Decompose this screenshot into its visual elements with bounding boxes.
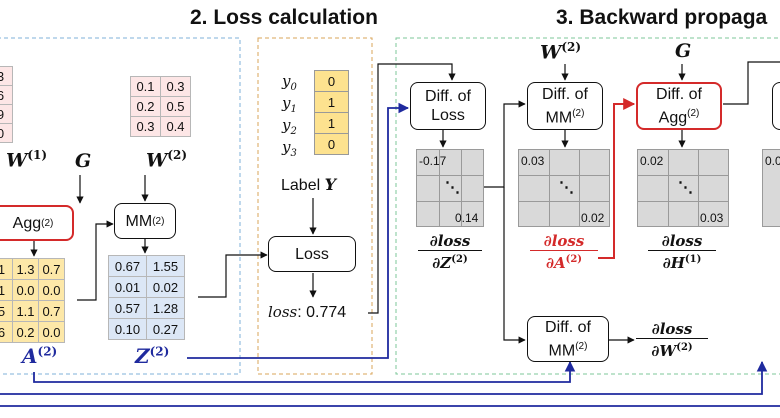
diff-agg-box: Diff. of Agg(2) (636, 82, 722, 130)
grad-a-bottom-right: 0.02 (581, 211, 605, 225)
agg-box: Agg(2) (0, 205, 74, 241)
label-y-caption: Label Y (281, 175, 337, 194)
grad-a-top-left: 0.03 (521, 154, 545, 168)
mm-box: MM(2) (114, 203, 176, 239)
y-variable-labels: y0 y1 y2 y3 (282, 72, 297, 159)
section-title-loss-calculation: 2. Loss calculation (190, 6, 378, 29)
w2-top-label: W(2) (540, 40, 582, 64)
frac-dloss-dw: ∂loss ∂W(2) (636, 320, 708, 360)
frac-dloss-dz: ∂loss ∂Z(2) (418, 232, 482, 272)
label-vector: 0 1 1 0 (314, 70, 349, 155)
grad-grid-z: -0.17 ⋱ 0.14 (416, 149, 484, 227)
frac-dloss-dh: ∂loss ∂H(1) (648, 232, 716, 272)
grad-z-top-left: -0.17 (419, 154, 447, 168)
partial-matrix: 3 6 9 0 (0, 66, 13, 143)
grad-z-dots: ⋱ (445, 179, 460, 196)
grad-h-dots: ⋱ (678, 179, 693, 196)
grad-z-bottom-right: 0.14 (455, 211, 479, 225)
grad-next-top-left: 0.0 (765, 154, 780, 168)
grad-grid-next: 0.0 (762, 149, 780, 227)
w2-label: W(2) (146, 148, 188, 172)
grad-a-dots: ⋱ (559, 179, 574, 196)
loss-box: Loss (268, 236, 356, 272)
grad-h-top-left: 0.02 (640, 154, 664, 168)
loss-value: loss: 0.774 (268, 303, 347, 321)
a2-label: A(2) (22, 344, 58, 368)
grad-grid-a: 0.03 ⋱ 0.02 (518, 149, 610, 227)
grad-grid-h: 0.02 ⋱ 0.03 (637, 149, 729, 227)
w1-label: W(1) (6, 148, 48, 172)
g-top-label: G (675, 40, 692, 62)
next-partial-box: I (772, 82, 780, 130)
label-loss-frame (257, 37, 373, 375)
diff-mm-bottom-box: Diff. of MM(2) (527, 316, 609, 362)
grad-h-bottom-right: 0.03 (700, 211, 724, 225)
frac-dloss-da: ∂loss ∂A(2) (530, 232, 598, 272)
section-2-left-frame (0, 37, 241, 375)
g-label-left: G (75, 150, 92, 172)
section-3-frame (395, 37, 780, 375)
diff-mm-top-box: Diff. of MM(2) (527, 82, 603, 130)
section-title-backward-propagation: 3. Backward propaga (556, 6, 768, 29)
z2-label: Z(2) (135, 344, 170, 368)
